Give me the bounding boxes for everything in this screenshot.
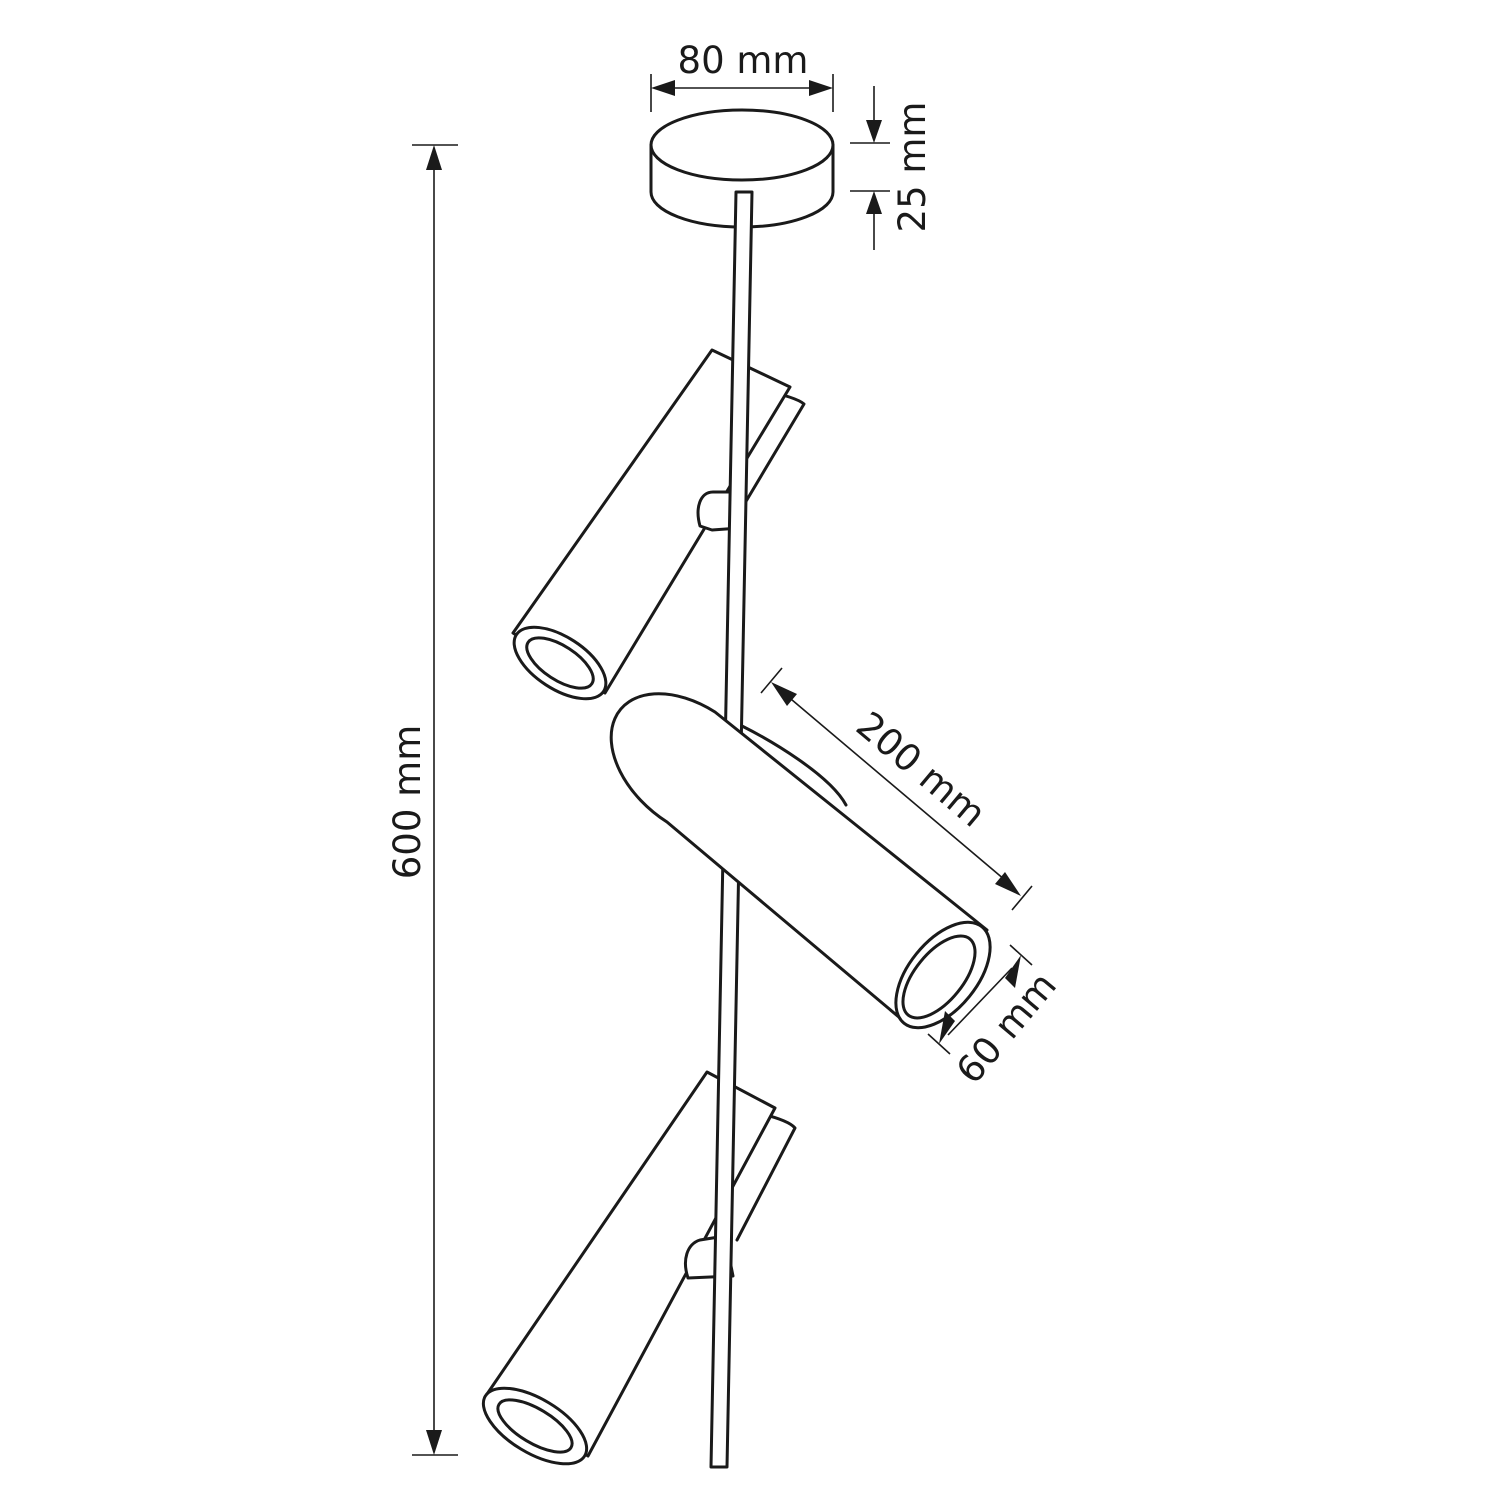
- lower-spotlight-outer-rim: [481, 1386, 589, 1466]
- lower-spotlight-body: [483, 1070, 777, 1458]
- base-height-arrow-up: [866, 191, 882, 214]
- upper-spotlight-inner-rim: [525, 636, 595, 690]
- lower-spotlight: [481, 1070, 797, 1466]
- middle-spotlight-bracket: [740, 724, 848, 807]
- ceiling-canopy: [649, 108, 835, 229]
- base-height-dimension: 25 mm: [850, 86, 934, 250]
- total-height-arrow-top: [426, 145, 442, 170]
- base-diameter-arrow-right: [809, 80, 833, 96]
- total-height-dimension: 600 mm: [386, 144, 458, 1456]
- shade-length-end-extension: [1011, 885, 1033, 911]
- shade-length-arrow-start: [771, 682, 797, 706]
- shade-diameter-arrow-bottom: [939, 1011, 955, 1044]
- middle-spotlight-inner-rim: [901, 934, 977, 1020]
- middle-spotlight-outer-rim: [894, 920, 992, 1030]
- total-height-label: 600 mm: [386, 725, 429, 879]
- base-diameter-label: 80 mm: [678, 39, 809, 82]
- shade-length-line: [784, 693, 1006, 881]
- base-height-arrow-down: [866, 120, 882, 143]
- middle-spotlight: [609, 692, 992, 1030]
- lower-spotlight-inner-rim: [496, 1398, 574, 1454]
- lamp-drawing: [481, 108, 992, 1469]
- base-diameter-arrow-left: [651, 80, 675, 96]
- shade-length-label: 200 mm: [848, 703, 994, 835]
- shade-diameter-arrow-top: [1005, 955, 1021, 988]
- middle-spotlight-body: [609, 692, 989, 1020]
- shade-length-start-extension: [760, 667, 783, 694]
- upper-spotlight: [511, 348, 806, 701]
- base-height-label: 25 mm: [891, 102, 934, 233]
- upper-spotlight-outer-rim: [512, 625, 608, 701]
- shade-diameter-line: [947, 967, 1013, 1036]
- upper-spotlight-body: [511, 348, 792, 695]
- base-diameter-dimension: 80 mm: [650, 39, 834, 112]
- total-height-arrow-bottom: [426, 1430, 442, 1455]
- shade-length-arrow-end: [995, 872, 1021, 896]
